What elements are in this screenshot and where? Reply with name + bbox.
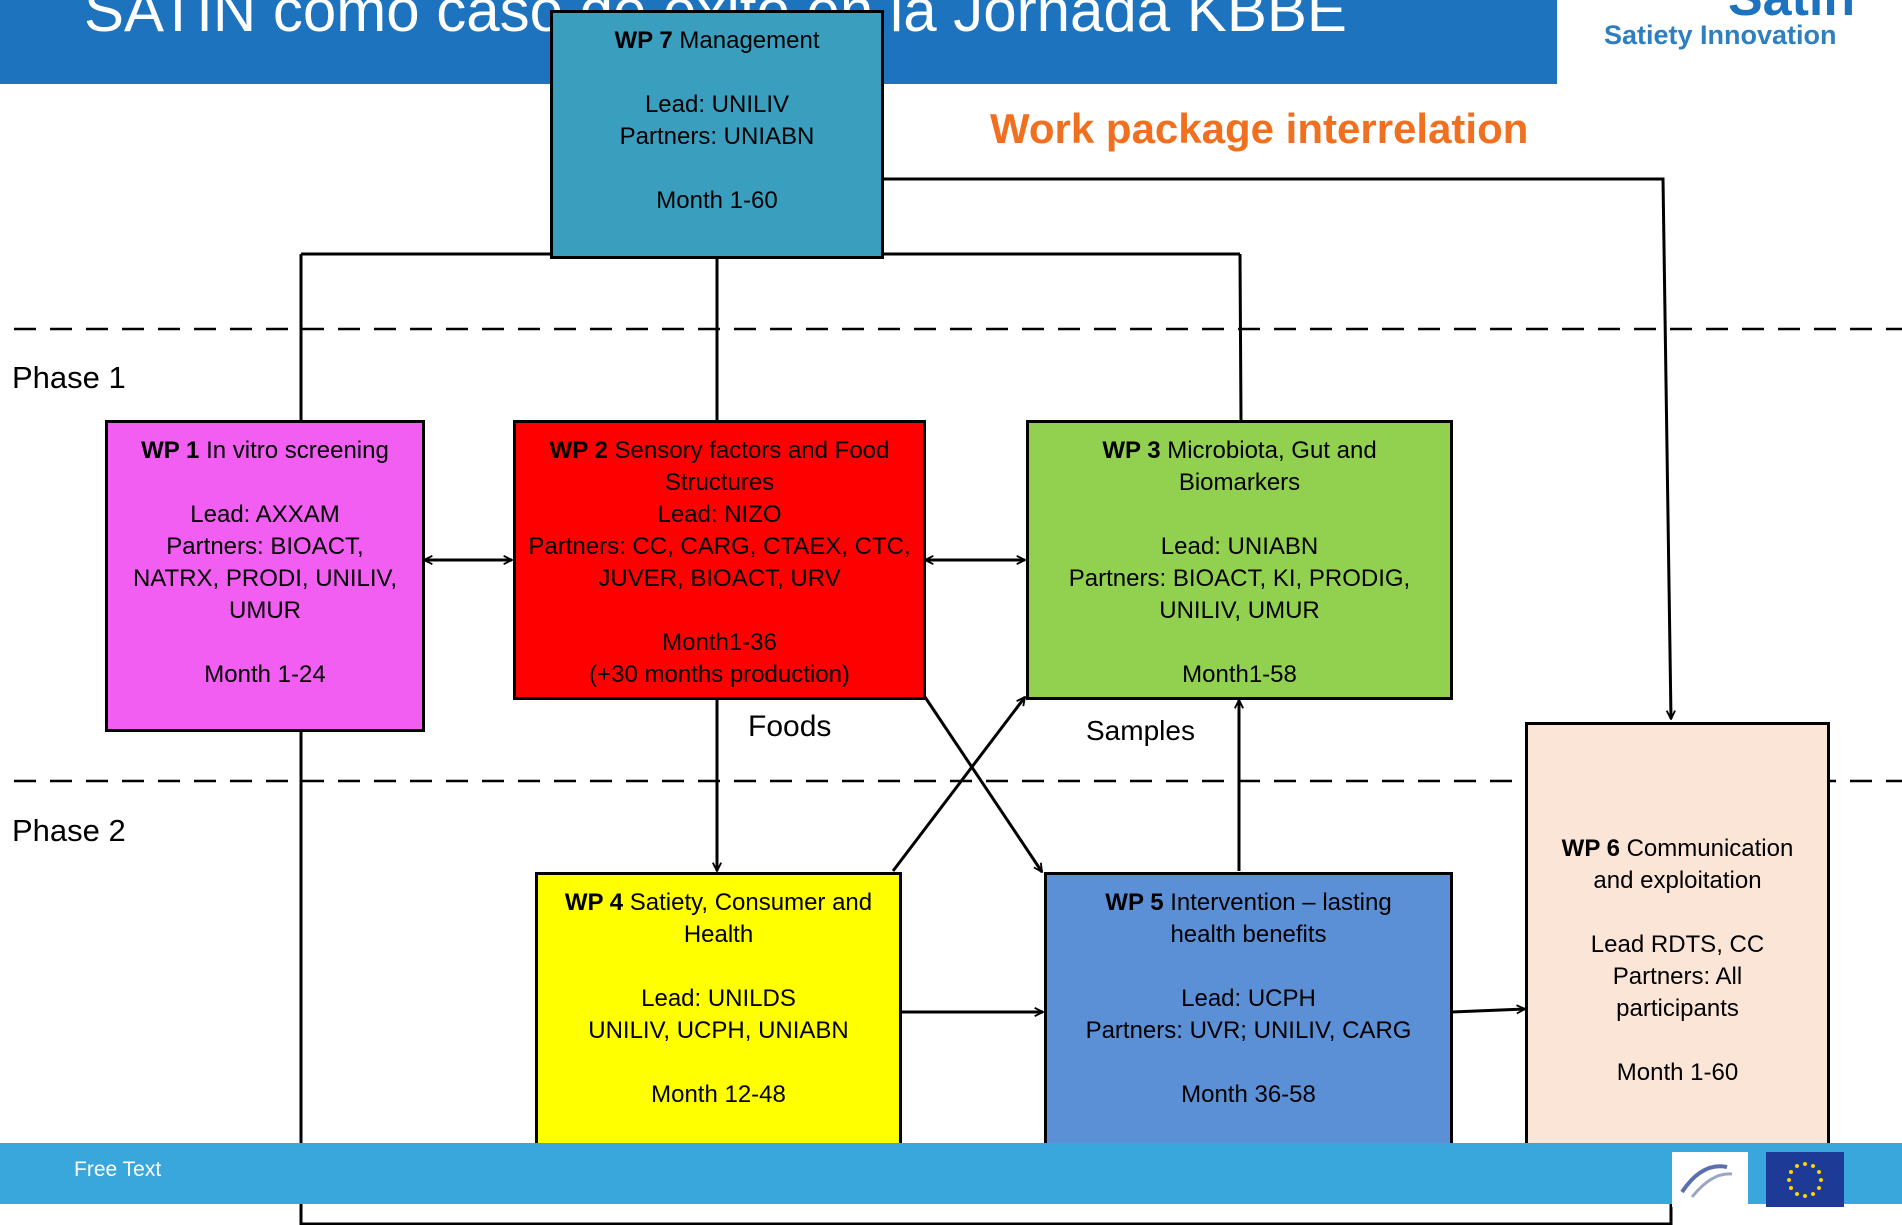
wp7-to-wp3-line: [1238, 253, 1243, 421]
wp6-lead: Lead RDTS, CC: [1590, 931, 1765, 958]
wp6-id: WP 6: [1561, 835, 1620, 862]
wp6-partners-2: participants: [1616, 995, 1739, 1022]
wp6-months: Month 1-60: [1616, 1059, 1739, 1086]
footer-text: Free Text: [74, 1158, 162, 1181]
wp4-to-wp3-arrow: [891, 697, 1025, 872]
wp2-id: WP 2: [549, 437, 608, 464]
wp1-id: WP 1: [141, 437, 200, 464]
wp4-title-1: Satiety, Consumer and: [629, 889, 873, 916]
wp7-to-wp6-arrow: [883, 177, 1671, 719]
phase-2-label: Phase 2: [12, 813, 126, 848]
phase-1-label: Phase 1: [12, 360, 126, 395]
wp5-title-2: health benefits: [1170, 921, 1327, 948]
wp2-partners-2: JUVER, BIOACT, URV: [598, 565, 841, 592]
wp2-note: (+30 months production): [589, 661, 850, 688]
wp6-box: WP 6 Communication and exploitation Lead…: [1525, 722, 1830, 1164]
wp7-lead: Lead: UNILIV: [644, 91, 790, 118]
wp6-partners-1: Partners: All: [1612, 963, 1743, 990]
wp6-title-2: and exploitation: [1593, 867, 1762, 894]
wp3-title-2: Biomarkers: [1178, 469, 1301, 496]
wp2-months: Month1-36: [662, 629, 777, 656]
satin-logo-mark: Satin: [1728, 0, 1855, 28]
wp7-partners: Partners: UNIABN: [619, 123, 815, 150]
wp5-lead: Lead: UCPH: [1181, 985, 1316, 1012]
wp3-partners-2: UNILIV, UMUR: [1159, 597, 1320, 624]
wp3-box: WP 3 Microbiota, Gut and Biomarkers Lead…: [1026, 420, 1453, 700]
samples-label: Samples: [1086, 715, 1195, 746]
wp2-lead: Lead: NIZO: [657, 501, 782, 528]
satin-logo-text: Satiety Innovation: [1604, 20, 1837, 50]
wp5-box: WP 5 Intervention – lasting health benef…: [1044, 872, 1453, 1153]
wp6-title-1: Communication: [1626, 835, 1794, 862]
wp1-partners-2: NATRX, PRODI, UNILIV,: [132, 565, 398, 592]
footer-band: [0, 1143, 1902, 1204]
wp5-months: Month 36-58: [1181, 1081, 1316, 1108]
wp1-box: WP 1 In vitro screening Lead: AXXAM Part…: [105, 420, 425, 732]
wp1-lead: Lead: AXXAM: [190, 501, 340, 528]
wp4-months: Month 12-48: [651, 1081, 786, 1108]
diagram-subtitle: Work package interrelation: [990, 105, 1529, 152]
wp1-partners-3: UMUR: [229, 597, 301, 624]
wp5-title-1: Intervention – lasting: [1170, 889, 1392, 916]
wp2-to-wp5-arrow: [923, 696, 1044, 872]
wp3-lead: Lead: UNIABN: [1160, 533, 1319, 560]
wp7-box: WP 7 Management Lead: UNILIV Partners: U…: [550, 10, 884, 259]
wp4-box: WP 4 Satiety, Consumer and Health Lead: …: [535, 872, 902, 1153]
wp1-title: In vitro screening: [206, 437, 389, 464]
wp3-title-1: Microbiota, Gut and: [1167, 437, 1377, 464]
wp7-months: Month 1-60: [656, 187, 778, 214]
wp1-partners-1: Partners: BIOACT,: [166, 533, 364, 560]
wp2-partners-1: Partners: CC, CARG, CTAEX, CTC,: [528, 533, 911, 560]
wp3-partners-1: Partners: BIOACT, KI, PRODIG,: [1068, 565, 1411, 592]
wp3-id: WP 3: [1102, 437, 1161, 464]
wp4-id: WP 4: [564, 889, 624, 916]
wp5-id: WP 5: [1105, 889, 1164, 916]
fp7-logo-icon: [1672, 1152, 1748, 1207]
wp5-partners: Partners: UVR; UNILIV, CARG: [1085, 1017, 1412, 1044]
eu-flag-icon: [1766, 1152, 1844, 1207]
wp7-id: WP 7: [614, 27, 673, 54]
wp3-months: Month1-58: [1182, 661, 1297, 688]
wp1-months: Month 1-24: [204, 661, 326, 688]
wp5-to-wp6-arrow: [1451, 1009, 1525, 1012]
wp4-title-2: Health: [683, 921, 754, 948]
wp7-title: Management: [679, 27, 820, 54]
foods-label: Foods: [748, 710, 832, 743]
wp4-lead: Lead: UNILDS: [641, 985, 796, 1012]
wp2-title-2: Structures: [664, 469, 775, 496]
wp4-partners: UNILIV, UCPH, UNIABN: [588, 1017, 849, 1044]
wp2-title-1: Sensory factors and Food: [614, 437, 890, 464]
wp2-box: WP 2 Sensory factors and Food Structures…: [513, 420, 926, 700]
